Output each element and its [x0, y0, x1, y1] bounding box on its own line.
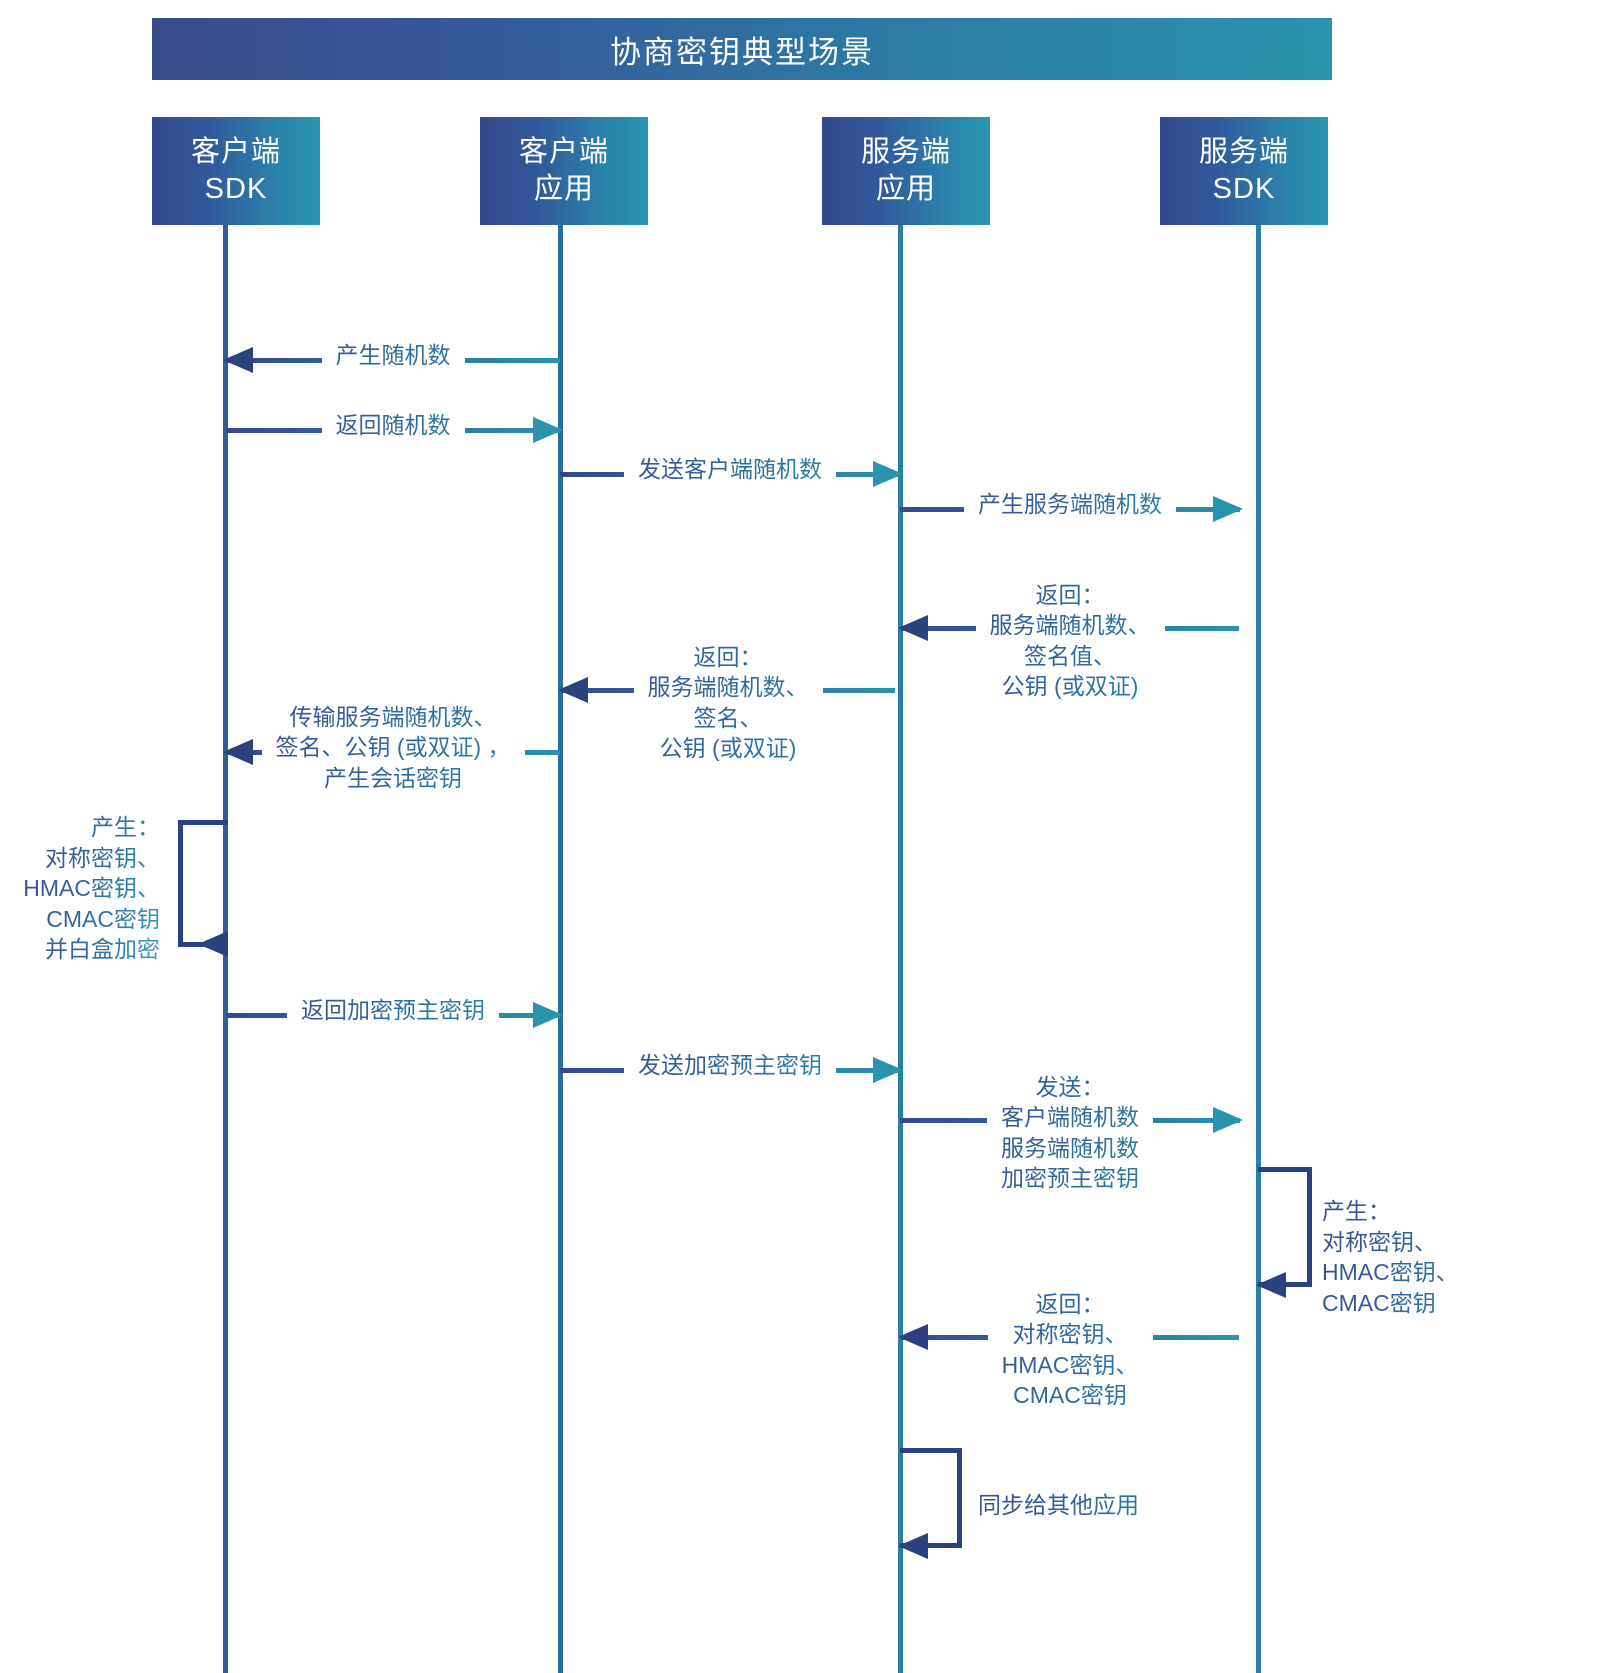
actor-header-server-app: 服务端 应用: [822, 117, 990, 225]
self-loop-side-segment: [178, 820, 183, 947]
message-label: 发送： 客户端随机数 服务端随机数 加密预主密钥: [900, 1072, 1240, 1193]
message-label-backdrop: [633, 686, 823, 695]
arrowhead-left-icon: [198, 931, 228, 957]
lifeline-server-app: [898, 225, 903, 1673]
arrowhead-left-icon: [558, 677, 588, 703]
self-loop-top-segment: [1258, 1167, 1312, 1172]
message-label-backdrop: [987, 1333, 1153, 1342]
message-label-backdrop: [964, 505, 1176, 514]
arrowhead-left-icon: [898, 615, 928, 641]
arrowhead-right-icon: [533, 417, 563, 443]
diagram-title-bar: 协商密钥典型场景: [152, 18, 1332, 80]
message-label-backdrop: [321, 426, 465, 435]
self-message-s3: [898, 1448, 962, 1559]
actor-label-line1: 服务端: [1198, 135, 1289, 168]
actor-label-line2: 应用: [875, 173, 936, 205]
lifeline-server-sdk: [1256, 225, 1261, 1673]
self-loop-top-segment: [178, 820, 228, 825]
arrowhead-right-icon: [1213, 1107, 1243, 1133]
actor-label-line1: 客户端: [190, 135, 281, 168]
self-message-label-s1: 产生： 对称密钥、 HMAC密钥、 CMAC密钥 并白盒加密: [10, 812, 160, 965]
self-loop-bottom-segment: [1258, 1282, 1312, 1287]
message-label-backdrop: [321, 356, 465, 365]
self-loop-side-segment: [1307, 1167, 1312, 1287]
actor-header-client-app: 客户端 应用: [480, 117, 648, 225]
message-label-backdrop: [987, 1116, 1153, 1125]
lifeline-client-app: [558, 225, 563, 1673]
diagram-title: 协商密钥典型场景: [610, 34, 874, 70]
actor-label-line2: 应用: [533, 173, 594, 205]
self-loop-bottom-segment: [900, 1543, 962, 1548]
self-message-label-s2: 产生： 对称密钥、 HMAC密钥、 CMAC密钥: [1322, 1196, 1502, 1318]
arrowhead-left-icon: [223, 739, 253, 765]
message-label: 返回： 服务端随机数、 签名值、 公钥 (或双证): [901, 580, 1239, 701]
arrowhead-left-icon: [223, 347, 253, 373]
message-label-backdrop: [287, 1011, 499, 1020]
arrowhead-right-icon: [1213, 496, 1243, 522]
arrowhead-left-icon: [1256, 1272, 1286, 1298]
actor-label-line2: SDK: [204, 173, 268, 205]
self-message-label-s3: 同步给其他应用: [978, 1490, 1208, 1521]
self-loop-top-segment: [900, 1448, 962, 1453]
arrowhead-right-icon: [873, 1057, 903, 1083]
message-label-backdrop: [624, 470, 836, 479]
message-label-backdrop: [624, 1066, 836, 1075]
self-message-s2: [1256, 1167, 1312, 1298]
message-label: 返回： 对称密钥、 HMAC密钥、 CMAC密钥: [901, 1289, 1239, 1410]
actor-label-line2: SDK: [1212, 173, 1276, 205]
arrowhead-left-icon: [898, 1533, 928, 1559]
message-label: 返回： 服务端随机数、 签名、 公钥 (或双证): [561, 642, 895, 763]
message-label-backdrop: [261, 748, 525, 757]
message-label-backdrop: [975, 624, 1165, 633]
actor-label-line1: 服务端: [860, 135, 951, 168]
self-loop-side-segment: [957, 1448, 962, 1548]
actor-header-client-sdk: 客户端 SDK: [152, 117, 320, 225]
self-message-s1: [178, 820, 228, 957]
arrowhead-left-icon: [898, 1324, 928, 1350]
arrowhead-right-icon: [873, 461, 903, 487]
actor-header-server-sdk: 服务端 SDK: [1160, 117, 1328, 225]
actor-label-line1: 客户端: [518, 135, 609, 168]
arrowhead-right-icon: [533, 1002, 563, 1028]
